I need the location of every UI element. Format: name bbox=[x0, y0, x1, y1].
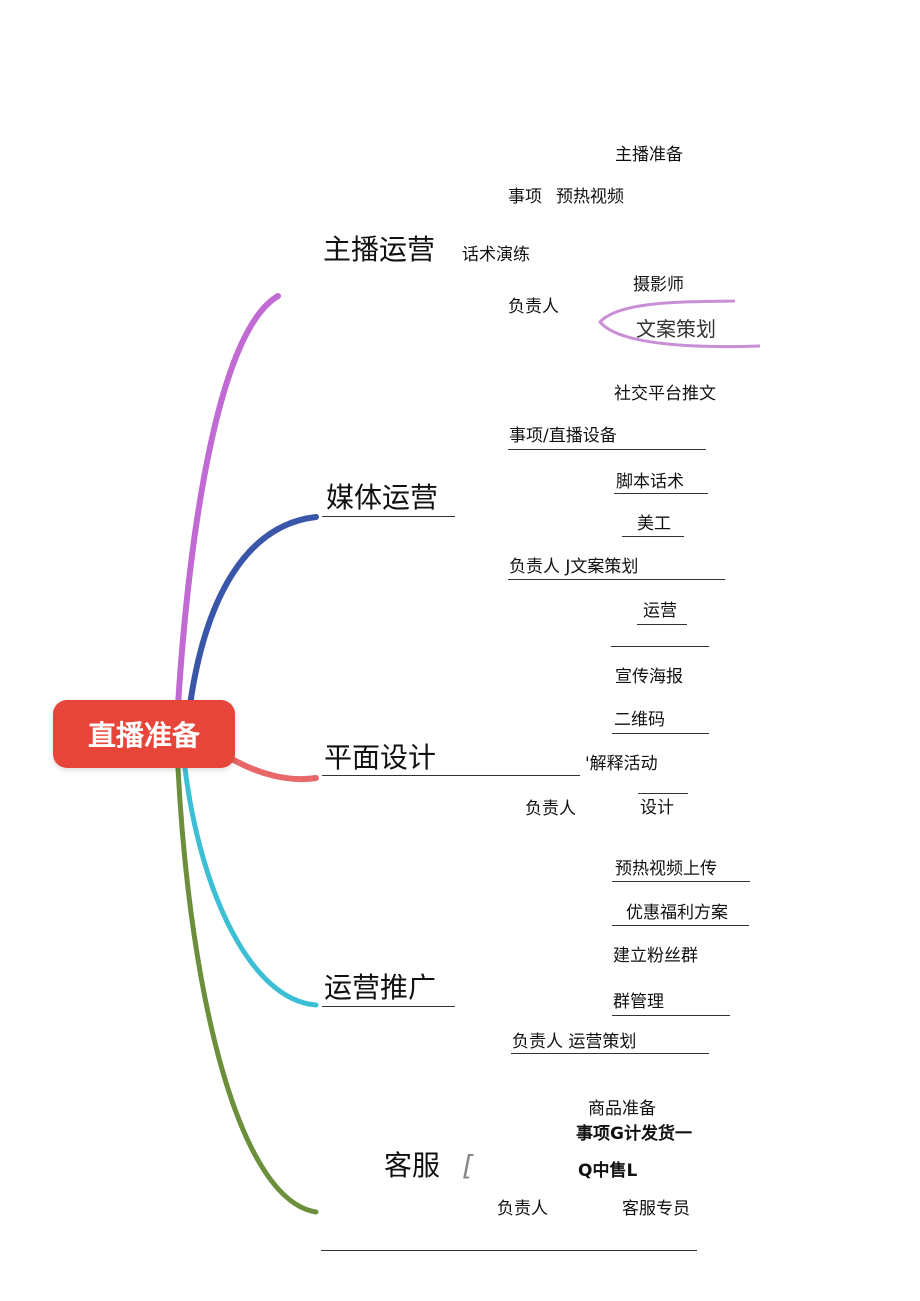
design-underline-owner bbox=[638, 793, 688, 794]
design-item-poster: 宣传海报 bbox=[615, 667, 683, 687]
root-node[interactable]: 直播准备 bbox=[53, 700, 235, 768]
media-underline-blank bbox=[611, 646, 709, 647]
promo-underline-groupmgmt bbox=[612, 1015, 730, 1016]
owner-connector-anchor bbox=[598, 299, 761, 349]
media-underline-scriptwriting bbox=[614, 493, 708, 494]
branch-label-anchor[interactable]: 主播运营 bbox=[323, 233, 436, 266]
service-underline-bottom bbox=[321, 1250, 697, 1251]
design-item-explain: '解释活动 bbox=[585, 754, 658, 774]
service-item-aftersale: Q中售L bbox=[578, 1161, 638, 1181]
branch-line-media bbox=[187, 514, 319, 708]
media-underline-extra bbox=[637, 624, 687, 625]
branch-line-anchor bbox=[175, 293, 281, 708]
design-underline-qrcode bbox=[612, 733, 709, 734]
anchor-owner-label: 负责人 bbox=[508, 297, 559, 317]
branch-underline-promo bbox=[322, 1006, 455, 1007]
branch-label-design[interactable]: 平面设计 bbox=[324, 741, 437, 774]
promo-item-upload: 预热视频上传 bbox=[615, 859, 717, 879]
promo-underline-benefits bbox=[612, 925, 749, 926]
media-item-scriptwriting: 脚本话术 bbox=[616, 472, 684, 492]
branch-underline-design bbox=[322, 775, 580, 776]
media-owner-extra: 运营 bbox=[643, 601, 677, 621]
media-owner-line: 负责人 J文案策划 bbox=[509, 557, 639, 577]
design-owner-label: 负责人 bbox=[525, 799, 576, 819]
promo-underline-upload bbox=[612, 881, 750, 882]
service-item-goods: 商品准备 bbox=[588, 1099, 656, 1119]
media-underline-artist bbox=[622, 536, 684, 537]
branch-label-service[interactable]: 客服 bbox=[384, 1149, 441, 1182]
anchor-owner-copywriter: 文案策划 bbox=[636, 317, 716, 341]
service-item-shipping: 事项G计发货一 bbox=[576, 1124, 692, 1144]
branch-line-design bbox=[227, 755, 319, 783]
design-item-qrcode: 二维码 bbox=[614, 710, 665, 730]
anchor-item-video: 预热视频 bbox=[556, 187, 624, 207]
branch-underline-media bbox=[322, 516, 455, 517]
promo-item-groupmgmt: 群管理 bbox=[613, 992, 664, 1012]
promo-owner-line: 负责人 运营策划 bbox=[512, 1032, 637, 1052]
anchor-shixiang-label: 事项 bbox=[508, 187, 542, 207]
branch-line-service bbox=[175, 765, 319, 1215]
media-item-artist: 美工 bbox=[637, 514, 671, 534]
branch-line-promo bbox=[182, 765, 319, 1008]
promo-item-benefits: 优惠福利方案 bbox=[626, 903, 728, 923]
promo-item-fangroup: 建立粉丝群 bbox=[613, 946, 698, 966]
service-owner-agent: 客服专员 bbox=[622, 1199, 690, 1219]
branch-label-promo[interactable]: 运营推广 bbox=[324, 971, 437, 1004]
service-bracket-mark: [ bbox=[462, 1149, 473, 1182]
branch-label-media[interactable]: 媒体运营 bbox=[326, 481, 439, 514]
media-underline-equipment bbox=[508, 449, 706, 450]
promo-underline-owner bbox=[511, 1053, 709, 1054]
anchor-item-script: 话术演练 bbox=[462, 245, 530, 265]
media-item-equipment: 事项/直播设备 bbox=[509, 426, 617, 446]
anchor-item-prep: 主播准备 bbox=[615, 145, 683, 165]
media-underline-owner bbox=[508, 579, 725, 580]
design-owner-designer: 设计 bbox=[640, 798, 674, 818]
media-item-social: 社交平台推文 bbox=[614, 384, 716, 404]
service-owner-label: 负责人 bbox=[497, 1199, 548, 1219]
anchor-owner-photographer: 摄影师 bbox=[633, 275, 684, 295]
